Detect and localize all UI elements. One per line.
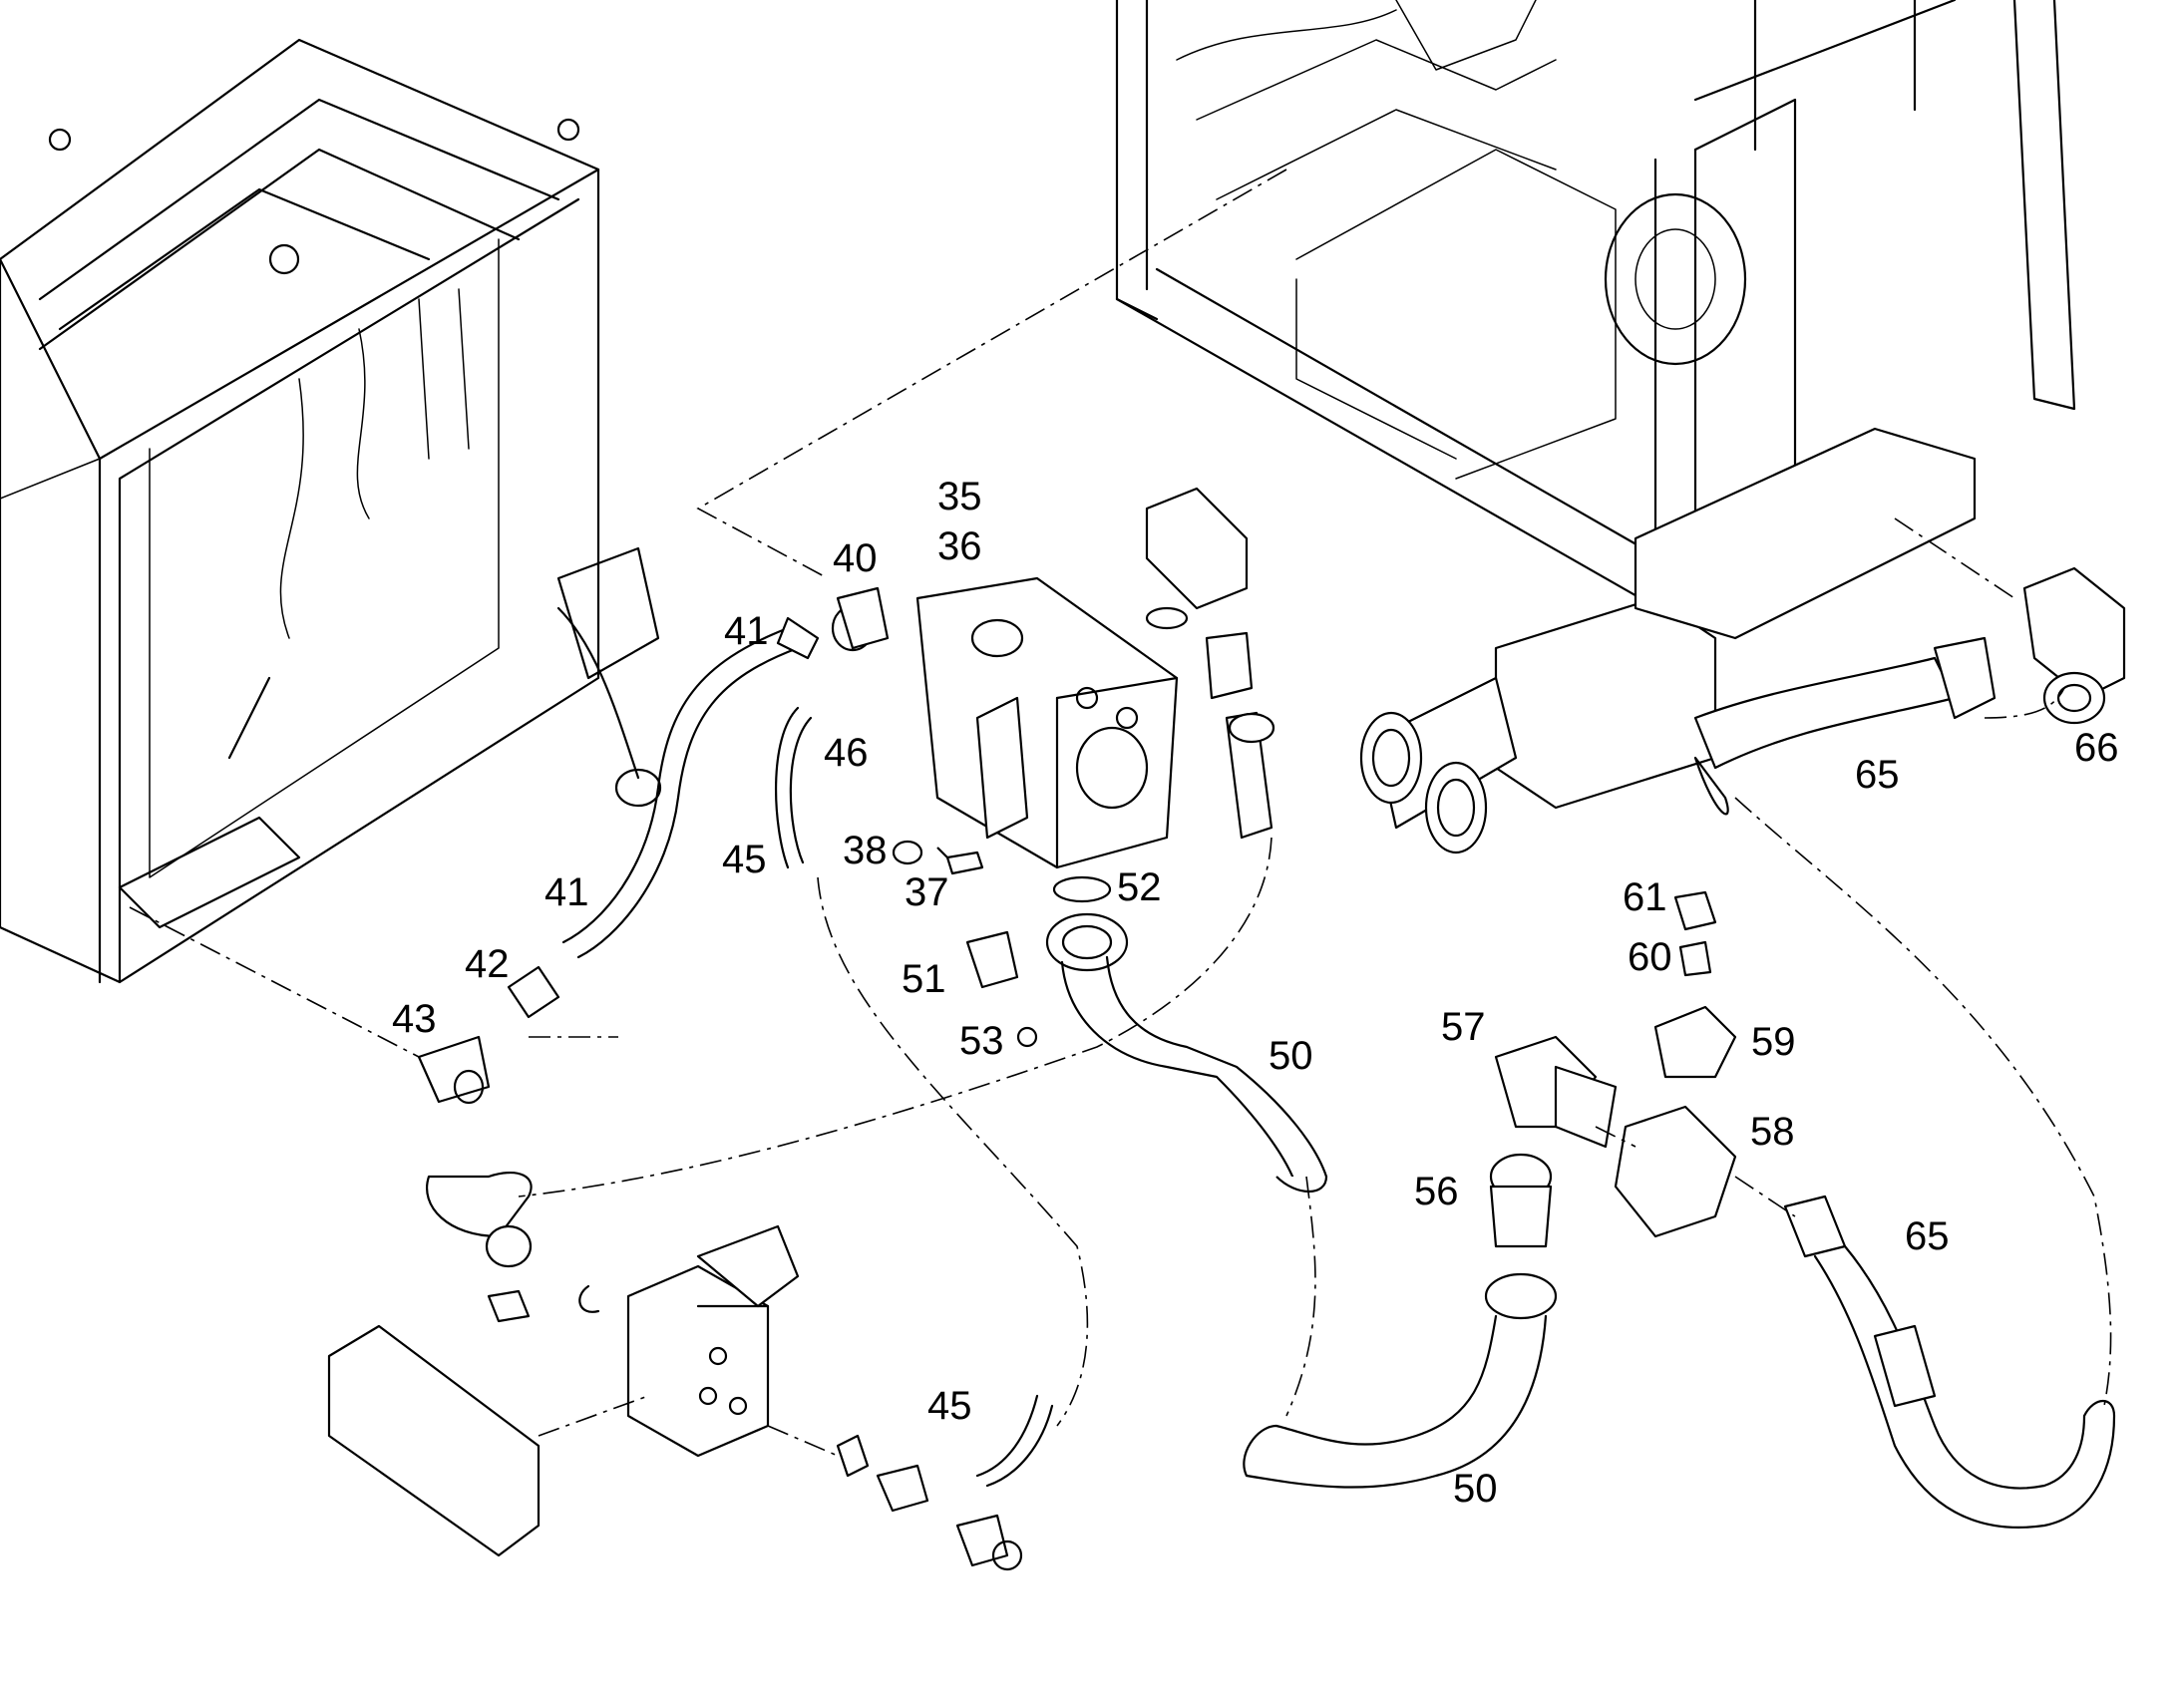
- callout-52: 52: [1117, 865, 1162, 909]
- callout-35: 35: [937, 475, 982, 518]
- callout-41-lower: 41: [545, 870, 589, 914]
- hose-45-lower-fittings: [836, 1394, 1054, 1571]
- callout-46: 46: [824, 731, 869, 775]
- exhaust-assembly: [1359, 427, 2126, 854]
- callout-65-upper: 65: [1855, 753, 1900, 797]
- radiator-frame: [0, 38, 662, 984]
- callout-50-upper: 50: [1269, 1034, 1313, 1078]
- assembly-lines: [129, 169, 2112, 1457]
- callout-45-upper: 45: [722, 838, 767, 881]
- callout-40: 40: [833, 536, 878, 580]
- callout-61: 61: [1623, 875, 1667, 919]
- callout-58: 58: [1750, 1110, 1795, 1154]
- callout-57: 57: [1441, 1005, 1486, 1049]
- callout-65-lower: 65: [1905, 1214, 1950, 1258]
- solenoid-valve-assembly: [327, 1172, 800, 1557]
- callout-51: 51: [902, 957, 946, 1001]
- callout-36: 36: [937, 524, 982, 568]
- right-lower-fittings: [1243, 890, 2116, 1529]
- engine-frame: [1115, 0, 2076, 640]
- callout-56: 56: [1414, 1170, 1459, 1213]
- callout-43: 43: [392, 997, 437, 1041]
- callout-53: 53: [959, 1019, 1004, 1063]
- callout-37: 37: [905, 870, 949, 914]
- callout-60: 60: [1628, 935, 1672, 979]
- callout-45-lower: 45: [927, 1384, 972, 1428]
- callout-38: 38: [843, 829, 888, 872]
- callout-42: 42: [465, 942, 510, 986]
- hydraulic-hoses: [417, 586, 890, 1105]
- cover-and-fittings: [1145, 487, 1275, 840]
- callout-66: 66: [2074, 726, 2119, 770]
- callout-50-lower: 50: [1453, 1467, 1498, 1511]
- valve-block: [892, 576, 1179, 875]
- callout-59: 59: [1751, 1020, 1796, 1064]
- pipe-50-upper: [965, 875, 1328, 1193]
- callout-41-upper: 41: [724, 609, 769, 653]
